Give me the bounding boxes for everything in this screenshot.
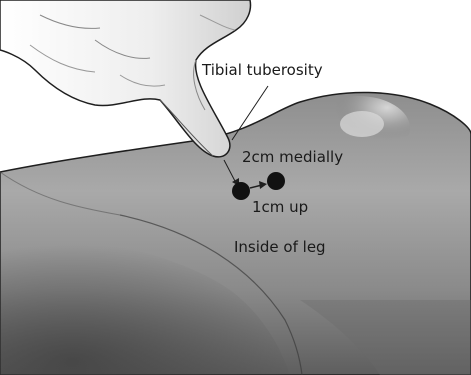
label-medially: 2cm medially [242,150,343,165]
label-up: 1cm up [252,200,308,215]
point-medial [232,182,250,200]
point-up [267,172,285,190]
label-inside-of-leg: Inside of leg [234,240,326,255]
label-tibial-tuberosity: Tibial tuberosity [202,63,323,78]
